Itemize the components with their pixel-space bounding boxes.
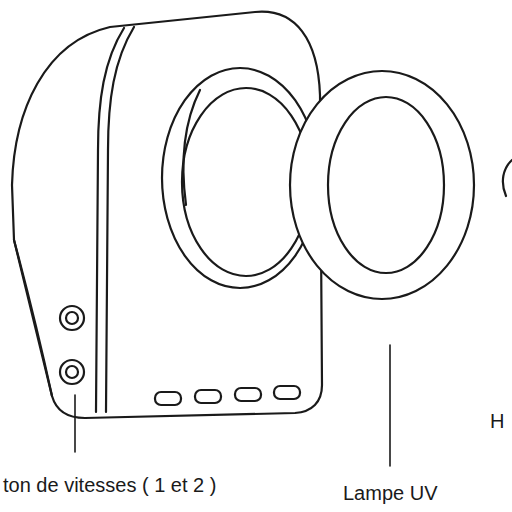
vent-slot [155, 392, 181, 405]
speed-button [60, 306, 84, 330]
vent-slot [195, 390, 221, 403]
speed-button [60, 360, 84, 384]
uv-lamp-outer [290, 71, 474, 299]
leader-line [74, 395, 76, 452]
speed-button-center [66, 312, 78, 324]
vent-slot [235, 388, 261, 401]
speed-button-center [66, 366, 78, 378]
front-face-edge [96, 28, 124, 412]
ring-opening-depth [184, 90, 200, 205]
leader-line [389, 345, 391, 466]
uv-lamp-inner [328, 97, 444, 273]
partial-part [503, 160, 512, 196]
front-face-inner-edge [106, 27, 134, 412]
side-face-edge [14, 240, 52, 396]
device-housing [12, 12, 322, 418]
vent-slot [274, 386, 300, 399]
part-label: H [490, 410, 504, 432]
part-label: Lampe UV [343, 482, 438, 504]
part-label: ton de vitesses ( 1 et 2 ) [3, 474, 216, 496]
